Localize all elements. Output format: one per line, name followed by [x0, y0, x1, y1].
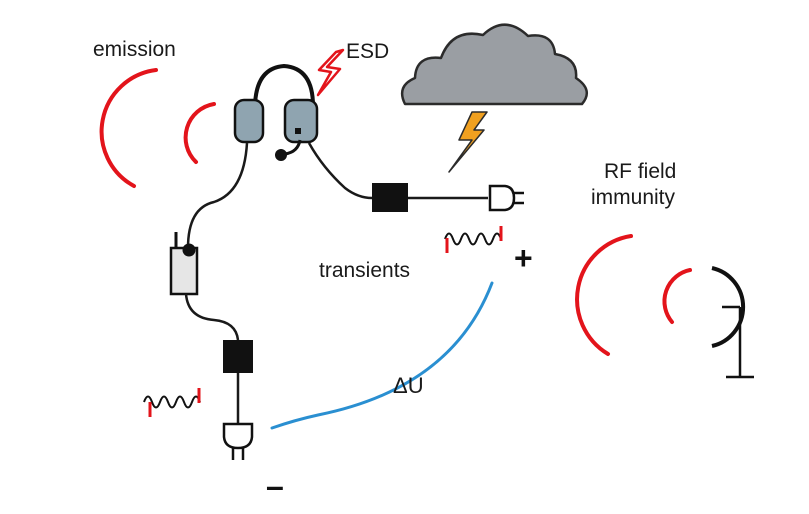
- transient-waveform-upper: [444, 226, 503, 253]
- transient-waveform-lower: [143, 388, 201, 417]
- cloud-icon: [400, 23, 589, 106]
- emission-label: emission: [93, 38, 176, 61]
- cable-headset-to-filter: [307, 142, 373, 200]
- lightning-bolt-icon: [448, 111, 488, 173]
- potential-difference-line: [270, 281, 494, 430]
- ferrite-filter-icon: [223, 340, 253, 373]
- ground-symbol-icon: [711, 266, 754, 379]
- radio-unit-icon: [169, 232, 199, 296]
- cable-radio-to-filter: [184, 293, 240, 341]
- rf-field-arc-inner: [662, 268, 692, 324]
- cable-headset-to-radio: [186, 142, 249, 249]
- rf-field-label: RF field: [604, 160, 677, 183]
- ferrite-filter-icon: [372, 183, 408, 212]
- emission-arc-outer: [99, 68, 158, 188]
- plus-symbol: +: [514, 240, 533, 276]
- headset-icon: [233, 63, 319, 161]
- power-plug-icon: [222, 422, 254, 460]
- emission-arc-inner: [183, 102, 216, 164]
- power-plug-icon: [488, 184, 524, 212]
- minus-symbol: –: [266, 468, 284, 504]
- esd-label: ESD: [346, 40, 390, 63]
- transients-label: transients: [319, 259, 411, 282]
- delta-u-label: ΔU: [393, 373, 424, 398]
- rf-field-arc-outer: [575, 234, 633, 356]
- rf-immunity-label: immunity: [591, 186, 676, 209]
- esd-bolt-icon: [316, 48, 345, 97]
